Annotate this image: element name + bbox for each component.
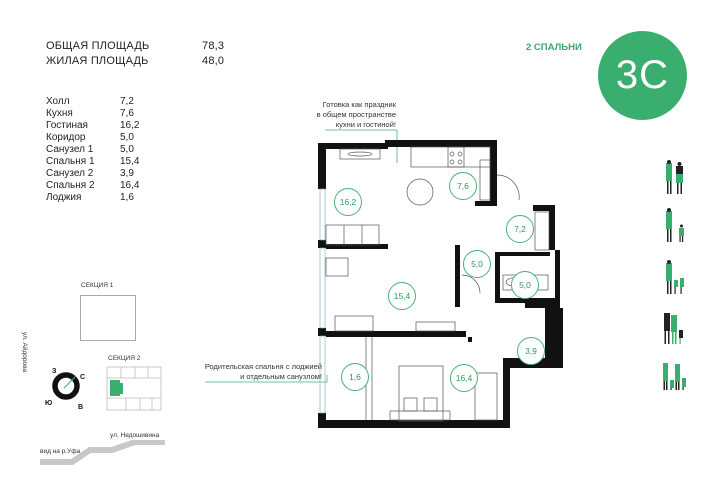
area-badge-loggia: 1,6 <box>341 363 369 391</box>
room-row: Гостиная 16,2 <box>46 120 139 131</box>
room-name: Санузел 1 <box>46 144 94 155</box>
family-three-children-icon <box>664 313 683 344</box>
note-line: Родительская спальня с лоджией <box>204 362 322 371</box>
area-badge-bath1: 5,0 <box>511 271 539 299</box>
section1-box <box>80 295 136 341</box>
room-area: 3,9 <box>120 168 134 179</box>
room-area: 5,0 <box>120 132 134 143</box>
note-line: в общем пространстве <box>316 110 396 119</box>
total-area-label: ОБЩАЯ ПЛОЩАДЬ <box>46 40 150 52</box>
street-vertical-label: ул. Айдорова <box>21 332 28 373</box>
room-name: Лоджия <box>46 192 82 203</box>
room-row: Коридор 5,0 <box>46 132 134 143</box>
living-area-value: 48,0 <box>202 55 225 67</box>
room-name: Гостиная <box>46 120 88 131</box>
bedroom-note: Родительская спальня с лоджией и отдельн… <box>190 362 322 382</box>
bedrooms-label: 2 СПАЛЬНИ <box>526 42 582 53</box>
section2-label: СЕКЦИЯ 2 <box>108 355 141 362</box>
room-row: Спальня 1 15,4 <box>46 156 139 167</box>
room-row: Санузел 2 3,9 <box>46 168 134 179</box>
note-line: кухни и гостиной! <box>335 120 396 129</box>
area-badge-kitchen: 7,6 <box>449 172 477 200</box>
compass-east: В <box>78 404 84 411</box>
room-area: 5,0 <box>120 144 134 155</box>
compass-icon <box>52 372 80 400</box>
parent-two-children-icon <box>666 260 684 294</box>
room-area: 7,6 <box>120 108 134 119</box>
room-row: Санузел 1 5,0 <box>46 144 134 155</box>
room-name: Спальня 1 <box>46 156 95 167</box>
note-line: Готовка как праздник <box>322 100 396 109</box>
living-area-label: ЖИЛАЯ ПЛОЩАДЬ <box>46 55 149 67</box>
section1-label: СЕКЦИЯ 1 <box>81 282 114 289</box>
room-area: 7,2 <box>120 96 134 107</box>
area-badge-hall: 7,2 <box>506 215 534 243</box>
room-name: Спальня 2 <box>46 180 95 191</box>
area-badge-living: 16,2 <box>334 188 362 216</box>
room-area: 1,6 <box>120 192 134 203</box>
room-area: 15,4 <box>120 156 140 167</box>
room-row: Спальня 2 16,4 <box>46 180 139 191</box>
area-badge-corridor: 5,0 <box>463 250 491 278</box>
total-area-value: 78,3 <box>202 40 225 52</box>
area-badge-bedroom1: 15,4 <box>388 282 416 310</box>
area-badge-bedroom2: 16,4 <box>450 364 478 392</box>
room-row: Холл 7,2 <box>46 96 134 107</box>
area-badge-bath2: 3,9 <box>517 337 545 365</box>
section2-map <box>106 366 162 411</box>
unit-code-badge: 3С <box>598 31 687 120</box>
view-label: вид на р.Уфа <box>40 448 81 455</box>
kitchen-note: Готовка как праздник в общем пространств… <box>300 100 396 130</box>
note-line: и отдельным санузлом! <box>240 372 322 381</box>
room-row: Лоджия 1,6 <box>46 192 134 203</box>
couple-icon <box>666 160 683 194</box>
street-bottom-label: ул. Недошивина <box>110 432 160 439</box>
compass-south: Ю <box>45 400 53 407</box>
room-name: Коридор <box>46 132 86 143</box>
room-name: Кухня <box>46 108 73 119</box>
river-path <box>40 440 165 465</box>
room-area: 16,4 <box>120 180 140 191</box>
compass-north: С <box>80 374 86 381</box>
family-icons <box>663 160 686 390</box>
room-row: Кухня 7,6 <box>46 108 134 119</box>
compass-west: З <box>52 368 57 375</box>
room-name: Санузел 2 <box>46 168 94 179</box>
room-area: 16,2 <box>120 120 140 131</box>
total-area-row: ОБЩАЯ ПЛОЩАДЬ 78,3 <box>46 40 224 52</box>
living-area-row: ЖИЛАЯ ПЛОЩАДЬ 48,0 <box>46 55 224 67</box>
room-name: Холл <box>46 96 70 107</box>
parent-child-icon <box>666 208 684 242</box>
large-family-icon <box>663 363 686 390</box>
